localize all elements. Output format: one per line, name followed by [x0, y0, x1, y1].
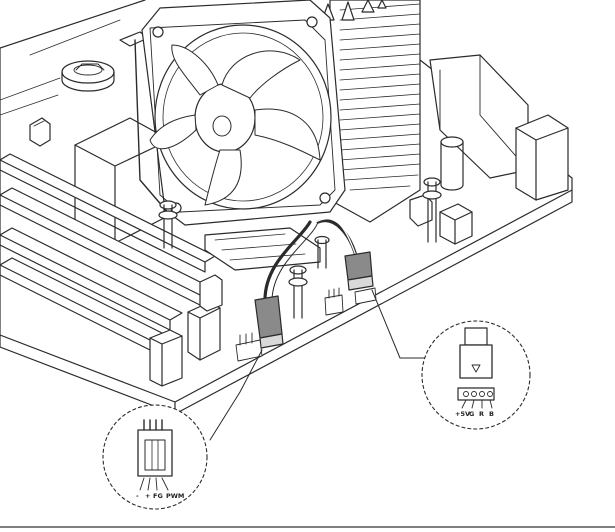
pcie-clip: [29, 31, 149, 147]
io-components: [74, 54, 569, 245]
rgb-pin-4-label: B: [489, 410, 494, 418]
cmos-battery: [61, 60, 115, 92]
fan-pin-2-label: +: [145, 492, 150, 500]
ram-slot: [0, 227, 183, 331]
fan-cable: [263, 220, 319, 302]
rgb-pin-2-label: G: [469, 410, 474, 418]
rgb-pin-3-label: R: [479, 410, 484, 418]
mounting-screw: [314, 235, 330, 269]
rgb-connector: [344, 251, 374, 291]
fan-connector: [254, 295, 284, 349]
leader-line-fan: [209, 349, 263, 441]
heatsink: [321, 0, 421, 223]
mounting-screw: [422, 177, 442, 243]
mounting-screw: [158, 200, 178, 249]
leader-line-rgb: [371, 289, 426, 359]
fan-pin-4-label: PWM: [166, 492, 184, 500]
cpu-fan: [134, 0, 346, 226]
rgb-pin-1-label: +5V: [455, 410, 470, 418]
ram-slots: [0, 153, 223, 387]
fan-header-detail: - + FG PWM: [102, 404, 208, 510]
mounting-screw: [288, 265, 308, 319]
fan-pin-1-label: -: [136, 492, 139, 500]
cooler-mount: [158, 177, 442, 319]
board-header: [235, 287, 377, 362]
fan-pin-3-label: FG: [153, 492, 163, 500]
rgb-header-detail: +5V G R B: [421, 320, 531, 430]
